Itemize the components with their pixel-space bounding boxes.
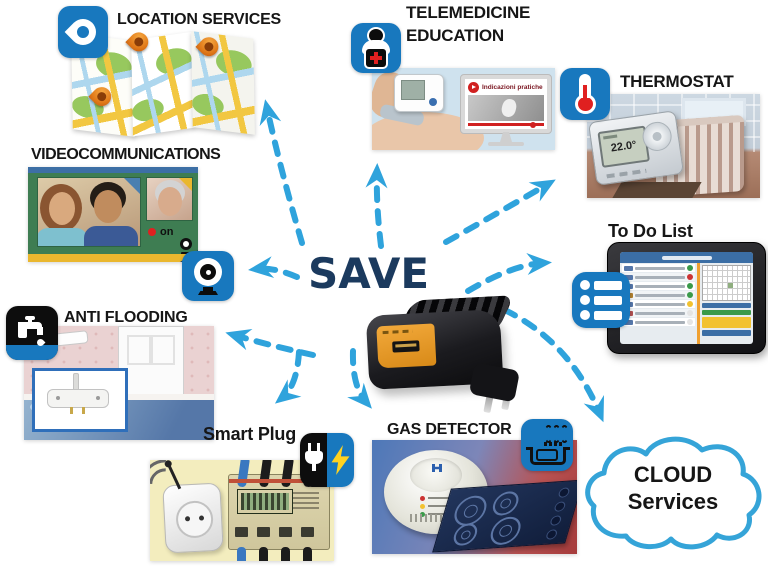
gateway-device-image <box>363 295 523 419</box>
lightning-icon <box>331 445 350 475</box>
cloud-label-line1: CLOUD <box>633 462 713 487</box>
telemedicine-image: Indicazioni pratiche <box>372 68 555 150</box>
recording-dot-icon <box>148 228 156 236</box>
arrow-to-anti-flooding <box>225 328 316 358</box>
save-title: SAVE <box>308 249 430 298</box>
webcam-icon <box>182 251 234 301</box>
telemedicine-label-line2: EDUCATION <box>406 26 504 45</box>
arrow-to-gas-detector <box>347 348 372 409</box>
faucet-icon <box>6 306 58 360</box>
smart-plug-label: Smart Plug <box>203 424 297 444</box>
arrow-to-location-services <box>259 99 305 246</box>
cloud-outline-icon <box>585 436 762 550</box>
todo-tablet-image <box>607 242 766 354</box>
thermostat-label: THERMOSTAT <box>620 72 734 91</box>
video-call-image: on <box>28 167 198 262</box>
location-pin-icon <box>58 6 108 58</box>
gas-pot-steam-icon <box>521 419 573 471</box>
on-status-label: on <box>160 226 174 238</box>
sensor-inset-box <box>32 368 128 432</box>
arrow-to-telemedicine <box>365 163 388 249</box>
arrow-to-thermostat <box>443 179 556 245</box>
todo-list-label: To Do List <box>608 221 693 241</box>
checklist-icon <box>572 272 630 328</box>
thermometer-icon <box>560 68 610 120</box>
telemedicine-label-line1: TELEMEDICINE <box>406 3 531 22</box>
arrow-to-smart-plug <box>274 349 302 404</box>
gas-detector-label: GAS DETECTOR <box>387 421 512 438</box>
thermostat-image: 22.0° <box>587 94 760 198</box>
location-services-label: LOCATION SERVICES <box>117 11 282 28</box>
video-monitor: Indicazioni pratiche <box>460 74 552 134</box>
play-button-icon <box>468 82 479 93</box>
videocommunications-label: VIDEOCOMMUNICATIONS <box>31 146 221 163</box>
cloud-label-line2: Services <box>627 489 719 514</box>
plug-lightning-icon <box>300 433 354 487</box>
arrow-to-todo-list <box>465 253 552 294</box>
anti-flooding-label: ANTI FLOODING <box>64 309 188 326</box>
arrow-to-videocommunications <box>248 256 300 280</box>
gas-detector-image <box>372 440 577 554</box>
video-title: Indicazioni pratiche <box>482 84 543 91</box>
nurse-cross-icon <box>351 23 401 73</box>
